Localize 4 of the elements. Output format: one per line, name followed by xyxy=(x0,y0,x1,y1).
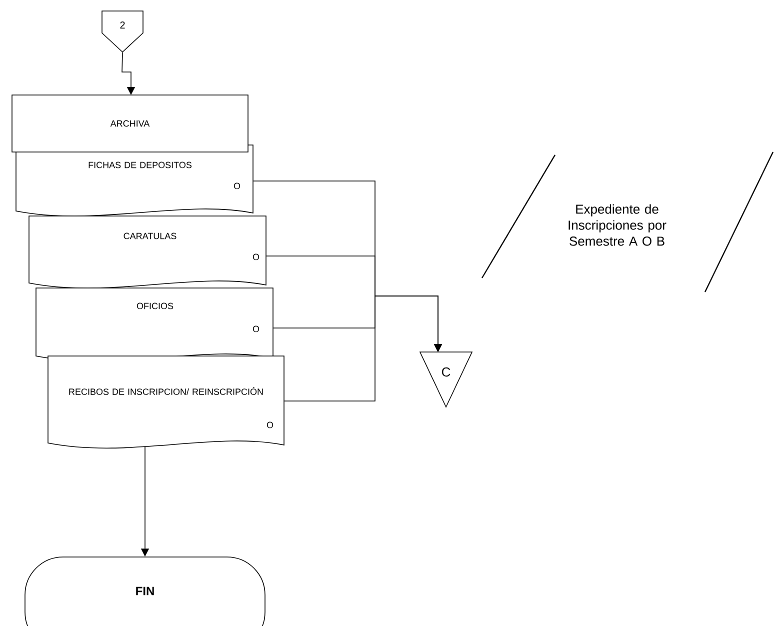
file-label: Expediente de Inscripciones por Semestre A O B xyxy=(568,204,666,246)
off-page-connector: 2 xyxy=(102,10,144,53)
arrow xyxy=(284,296,442,402)
process-box: ARCHIVA xyxy=(12,94,248,152)
